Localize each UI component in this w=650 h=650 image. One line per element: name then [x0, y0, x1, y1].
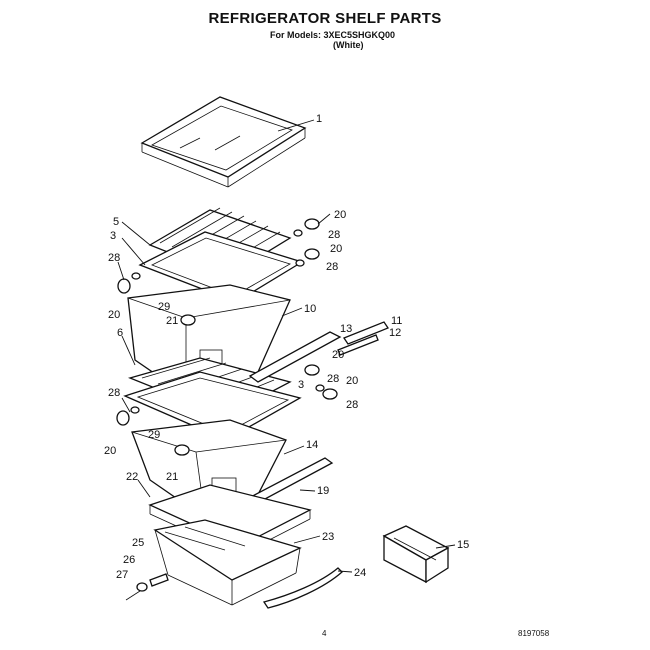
- hardware-clips: [116, 218, 389, 601]
- callout-label: 28: [328, 229, 340, 241]
- crisper-cover-lower: [123, 357, 302, 441]
- callout-label: 11: [391, 315, 402, 327]
- callout-label: 28: [327, 373, 339, 385]
- callout-label: 5: [113, 216, 119, 228]
- page-number: 4: [322, 629, 327, 638]
- callout-label: 29: [148, 429, 160, 441]
- callout-label: 20: [108, 309, 120, 321]
- callout-label: 27: [116, 569, 128, 581]
- callout-label: 1: [316, 113, 322, 125]
- utility-bin: [382, 525, 450, 584]
- callout-label: 20: [330, 243, 342, 255]
- color-line: (White): [333, 40, 364, 50]
- callout-labels: 1 20 5 28 3 20 28 28 10 20 29 11 21 13 1…: [104, 113, 469, 581]
- callout-label: 25: [132, 537, 144, 549]
- callout-label: 29: [158, 301, 170, 313]
- callout-label: 20: [334, 209, 346, 221]
- pan-handle: [262, 567, 343, 609]
- callout-label: 21: [166, 471, 178, 483]
- callout-label: 3: [298, 379, 304, 391]
- models-line: For Models: 3XEC5SHGKQ00: [270, 30, 396, 40]
- callout-label: 19: [317, 485, 329, 497]
- callout-label: 28: [108, 387, 120, 399]
- callout-label: 22: [126, 471, 138, 483]
- callout-label: 10: [304, 303, 316, 315]
- callout-label: 28: [346, 399, 358, 411]
- callout-label: 24: [354, 567, 366, 579]
- meat-pan: [153, 519, 302, 606]
- callout-label: 3: [110, 230, 116, 242]
- callout-label: 13: [340, 323, 352, 335]
- callout-label: 12: [389, 327, 401, 339]
- callout-label: 28: [108, 252, 120, 264]
- callout-label: 23: [322, 531, 334, 543]
- callout-label: 20: [104, 445, 116, 457]
- page-title: REFRIGERATOR SHELF PARTS: [208, 10, 442, 27]
- leader-lines: [117, 119, 456, 573]
- callout-label: 20: [332, 349, 344, 361]
- callout-label: 26: [123, 554, 135, 566]
- callout-label: 15: [457, 539, 469, 551]
- callout-label: 6: [117, 327, 123, 339]
- callout-label: 14: [306, 439, 318, 451]
- callout-label: 28: [326, 261, 338, 273]
- document-code: 8197058: [518, 629, 550, 638]
- callout-label: 20: [346, 375, 358, 387]
- callout-label: 21: [166, 315, 178, 327]
- glass-shelf: [140, 96, 307, 188]
